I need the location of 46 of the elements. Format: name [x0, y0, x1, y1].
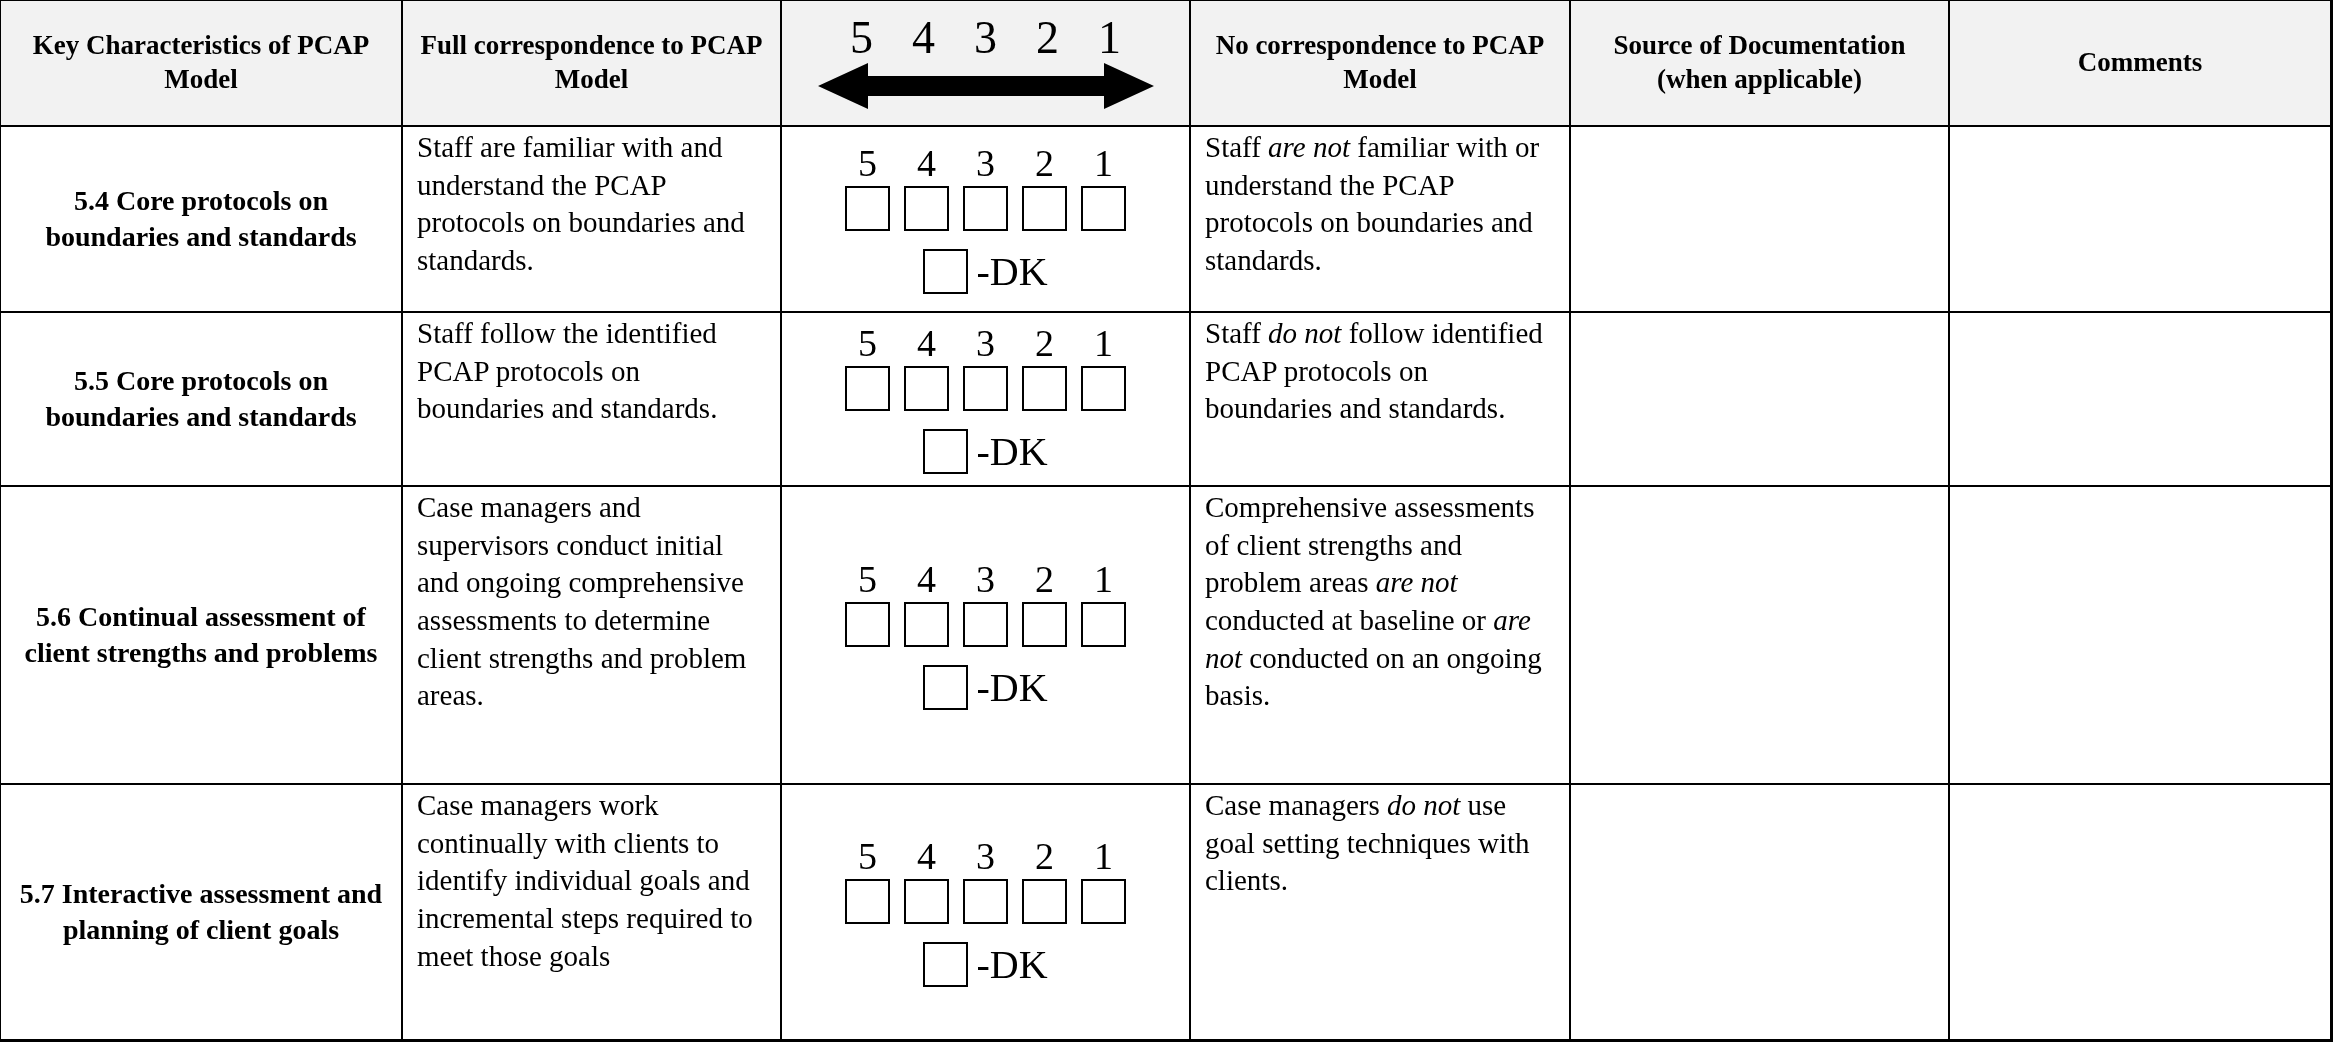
scale-number: 4 [916, 560, 937, 598]
scale-number: 1 [1093, 837, 1114, 875]
description-text: Case managers do not use goal setting techniques with clients. [1204, 788, 1531, 899]
scale-number: 4 [916, 837, 937, 875]
scale-number: 5 [857, 144, 878, 182]
scale-number: 2 [1034, 560, 1055, 598]
scale-number: 5 [849, 15, 874, 61]
column-header: Source of Documentation (when applicable) [1612, 29, 1907, 96]
scale-number: 2 [1035, 15, 1060, 61]
scale-number: 5 [857, 324, 878, 362]
scale-number: 2 [1034, 324, 1055, 362]
scale-number: 1 [1097, 15, 1122, 61]
row-heading: 5.6 Continual assessment of client strengths and problems [23, 599, 379, 670]
column-header: Full correspondence to PCAP Model [419, 29, 764, 96]
column-header: Key Characteristics of PCAP Model [31, 29, 371, 96]
option-label: -DK [976, 431, 1048, 472]
scale-number: 3 [975, 144, 996, 182]
row-heading: 5.4 Core protocols on boundaries and standards [44, 183, 358, 254]
option-label: -DK [976, 251, 1048, 292]
description-text: Comprehensive assessments of client strengths and problem areas are not conducted at baseline or are not conducted on an ongoing basis. [1204, 490, 1543, 714]
scale-number: 2 [1034, 837, 1055, 875]
description-text: Staff do not follow identified PCAP protocols on boundaries and standards. [1204, 316, 1544, 427]
row-heading: 5.7 Interactive assessment and planning of client goals [18, 876, 384, 947]
scale-number: 2 [1034, 144, 1055, 182]
scale-number: 3 [973, 15, 998, 61]
scale-number: 3 [975, 324, 996, 362]
scale-number: 1 [1093, 144, 1114, 182]
scale-number: 1 [1093, 560, 1114, 598]
description-text: Case managers work continually with clients to identify individual goals and incremental steps required to meet those goals [416, 788, 754, 974]
scale-number: 5 [857, 560, 878, 598]
description-text: Staff follow the identified PCAP protocols on boundaries and standards. [416, 316, 719, 427]
row-heading: 5.5 Core protocols on boundaries and standards [44, 363, 358, 434]
column-header: Comments [2076, 46, 2204, 80]
scale-number: 4 [916, 324, 937, 362]
scale-number: 1 [1093, 324, 1114, 362]
description-text: Case managers and supervisors conduct initial and ongoing comprehensive assessments to determine client strengths and problem areas. [416, 490, 748, 714]
scale-number: 3 [975, 560, 996, 598]
scale-number: 4 [916, 144, 937, 182]
description-text: Staff are not familiar with or understand the PCAP protocols on boundaries and standards. [1204, 130, 1541, 279]
option-label: -DK [976, 944, 1048, 985]
option-label: -DK [976, 667, 1048, 708]
scale-number: 5 [857, 837, 878, 875]
scale-number: 4 [911, 15, 936, 61]
scale-number: 3 [975, 837, 996, 875]
column-header: No correspondence to PCAP Model [1214, 29, 1546, 96]
description-text: Staff are familiar with and understand the PCAP protocols on boundaries and standards. [416, 130, 746, 279]
